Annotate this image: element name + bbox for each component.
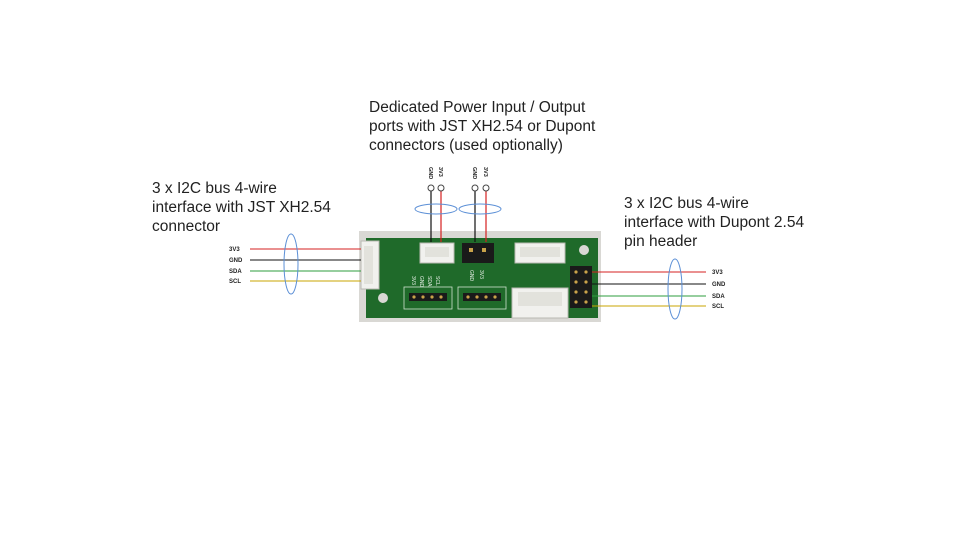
power-jst-connector xyxy=(420,243,454,263)
svg-text:3V3: 3V3 xyxy=(410,276,416,285)
right-dupont-header xyxy=(570,266,592,308)
power-port-1-3v3-label: 3V3 xyxy=(437,167,443,177)
left-label-gnd: GND xyxy=(229,258,243,264)
silk-left-header-gnd: GND xyxy=(418,276,424,288)
silk-left-header-scl: SCL xyxy=(434,276,440,286)
svg-text:SCL: SCL xyxy=(434,276,440,286)
silk-left-header: 3V3 xyxy=(410,276,416,285)
right-label-scl: SCL xyxy=(712,304,724,310)
right-label-sda: SDA xyxy=(712,294,725,300)
left-label-scl: SCL xyxy=(229,279,241,285)
left-i2c-bus: 3V3 GND SDA SCL xyxy=(229,234,361,294)
left-label-sda: SDA xyxy=(229,269,242,275)
terminal-3v3 xyxy=(483,185,489,191)
mount-hole-bottom-left xyxy=(378,293,388,303)
bottom-right-jst-connector xyxy=(512,288,568,318)
power-port-2-gnd-label: GND xyxy=(471,167,477,179)
power-port-1-gnd-label: GND xyxy=(427,167,433,179)
power-dupont-header xyxy=(462,243,494,263)
svg-text:3V3: 3V3 xyxy=(478,270,484,279)
power-port-2-bundle-ellipse xyxy=(459,204,501,214)
left-label-3v3: 3V3 xyxy=(229,247,240,253)
right-label-3v3: 3V3 xyxy=(712,270,723,276)
top-right-jst-connector xyxy=(515,243,565,263)
silk-mid-header-gnd: GND xyxy=(468,270,474,282)
power-port-1-bundle-ellipse xyxy=(415,204,457,214)
terminal-gnd xyxy=(472,185,478,191)
terminal-3v3 xyxy=(438,185,444,191)
right-i2c-bus: 3V3 GND SDA SCL xyxy=(592,259,726,319)
svg-text:SDA: SDA xyxy=(426,276,432,287)
right-bundle-ellipse xyxy=(668,259,682,319)
left-jst-connector xyxy=(361,241,379,289)
mount-hole-top-right xyxy=(579,245,589,255)
left-bundle-ellipse xyxy=(284,234,298,294)
svg-text:GND: GND xyxy=(418,276,424,288)
silk-left-header-sda: SDA xyxy=(426,276,432,287)
power-port-2-3v3-label: 3V3 xyxy=(482,167,488,177)
terminal-gnd xyxy=(428,185,434,191)
silk-mid-header-3v3: 3V3 xyxy=(478,270,484,279)
right-label-gnd: GND xyxy=(712,282,726,288)
svg-text:GND: GND xyxy=(468,270,474,282)
